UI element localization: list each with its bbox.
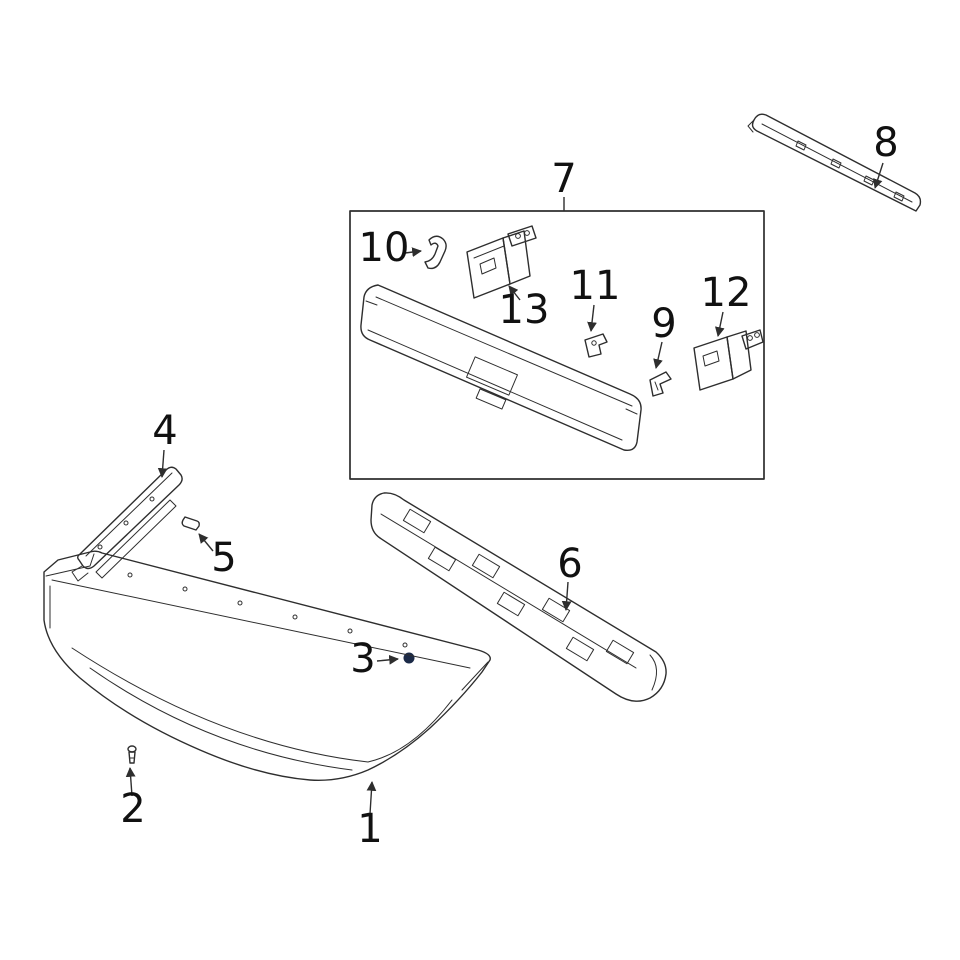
part-8-rail: [747, 113, 922, 212]
callout-arrow-13: [508, 285, 521, 301]
callout-label-3: 3: [350, 636, 375, 682]
callout-label-13: 13: [499, 287, 550, 333]
callout-label-5: 5: [211, 535, 236, 581]
callout-label-2: 2: [120, 786, 145, 832]
part-4-rail: [71, 466, 183, 582]
callout-arrow-11: [587, 304, 597, 332]
callout-arrow-6: [561, 581, 572, 611]
callout-label-4: 4: [152, 408, 177, 454]
part-1-bumper-cover: [43, 550, 491, 781]
part-9-bracket: [649, 371, 672, 397]
callout-label-10: 10: [359, 225, 410, 271]
part-10-hook: [424, 235, 447, 270]
callout-arrow-10: [404, 247, 422, 257]
callout-label-9: 9: [651, 301, 676, 347]
callout-arrow-2: [125, 767, 136, 797]
callout-label-12: 12: [701, 270, 752, 316]
callout-arrow-8: [873, 162, 884, 189]
callout-label-6: 6: [557, 541, 582, 587]
part-13-bracket: [466, 225, 537, 299]
impact-bar: [360, 284, 642, 452]
part-7-assembly-box: [349, 210, 765, 480]
part-12-bracket: [693, 329, 764, 391]
callout-arrow-9: [653, 341, 663, 369]
callout-label-1: 1: [357, 806, 382, 852]
callout-label-8: 8: [873, 120, 898, 166]
part-11-clip: [584, 333, 608, 358]
part-5-clip: [181, 516, 200, 531]
part-2-clip: [127, 745, 137, 764]
callout-arrow-4: [157, 449, 168, 478]
callout-arrow-5: [198, 533, 214, 552]
callout-arrow-3: [376, 654, 399, 665]
part-6-absorber: [370, 492, 667, 702]
callout-label-7: 7: [551, 156, 576, 202]
callout-label-11: 11: [570, 263, 621, 309]
callout-arrow-1: [366, 781, 377, 815]
callout-arrow-12: [715, 311, 725, 337]
